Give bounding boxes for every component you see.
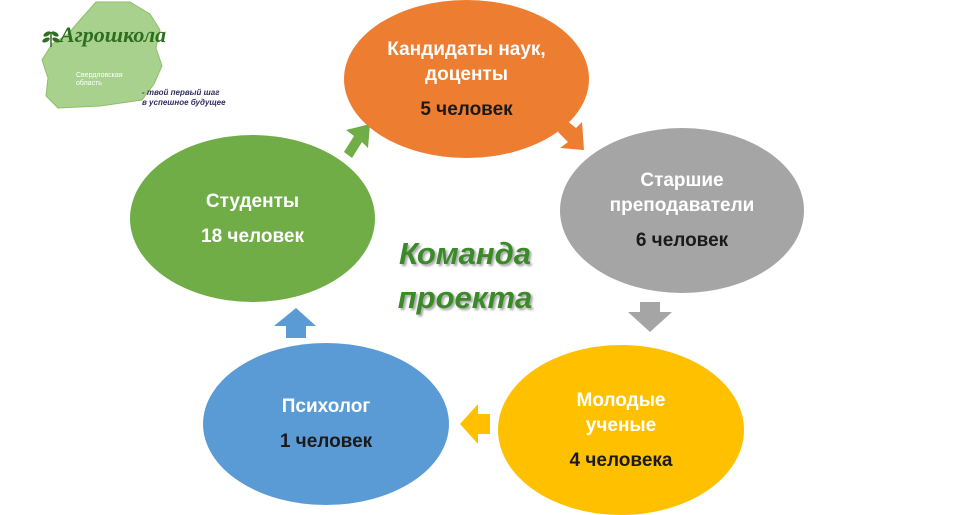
node-senior-teachers-title: Старшие преподаватели bbox=[609, 170, 755, 216]
arrow-candidates-to-senior-icon bbox=[558, 120, 584, 150]
arrow-students-to-candidates-icon bbox=[344, 124, 370, 158]
node-students-count: 18 человек bbox=[201, 225, 304, 247]
arrow-young-to-psych-icon bbox=[460, 404, 490, 444]
diagram-title-line2: проекта bbox=[397, 280, 533, 315]
node-psychologist-title: Психолог bbox=[281, 396, 371, 417]
logo-slogan-line2: в успешное будущее bbox=[142, 98, 226, 107]
node-senior-teachers: Старшие преподаватели 6 человек bbox=[560, 128, 804, 293]
logo-slogan-line1: - твой первый шаг bbox=[142, 88, 220, 97]
diagram-title: Команда проекта bbox=[380, 232, 550, 320]
node-students-title: Студенты bbox=[205, 190, 300, 212]
node-senior-teachers-count: 6 человек bbox=[635, 230, 729, 251]
node-psychologist-count: 1 человек bbox=[279, 431, 373, 452]
diagram-title-line1: Команда bbox=[398, 236, 532, 271]
node-candidates-title: Кандидаты наук, доценты bbox=[387, 38, 546, 85]
logo-region-label: Свердловская область bbox=[76, 72, 123, 87]
agroshkola-logo: Агрошкола Свердловская область - твой пе… bbox=[38, 0, 248, 112]
node-young-scientists: Молодые ученые 4 человека bbox=[498, 345, 744, 515]
node-students: Студенты 18 человек bbox=[130, 135, 375, 302]
arrow-senior-to-young-icon bbox=[628, 302, 672, 332]
logo-title: Агрошкола bbox=[60, 22, 167, 47]
node-young-scientists-title: Молодые ученые bbox=[576, 389, 666, 436]
logo-slogan: - твой первый шаг в успешное будущее bbox=[142, 88, 226, 108]
node-psychologist: Психолог 1 человек bbox=[203, 343, 449, 505]
arrow-psych-to-students-icon bbox=[274, 308, 316, 338]
node-young-scientists-count: 4 человека bbox=[569, 449, 673, 471]
leaf-sprout-icon bbox=[42, 31, 60, 47]
node-candidates: Кандидаты наук, доценты 5 человек bbox=[344, 0, 589, 158]
node-candidates-count: 5 человек bbox=[420, 98, 513, 120]
